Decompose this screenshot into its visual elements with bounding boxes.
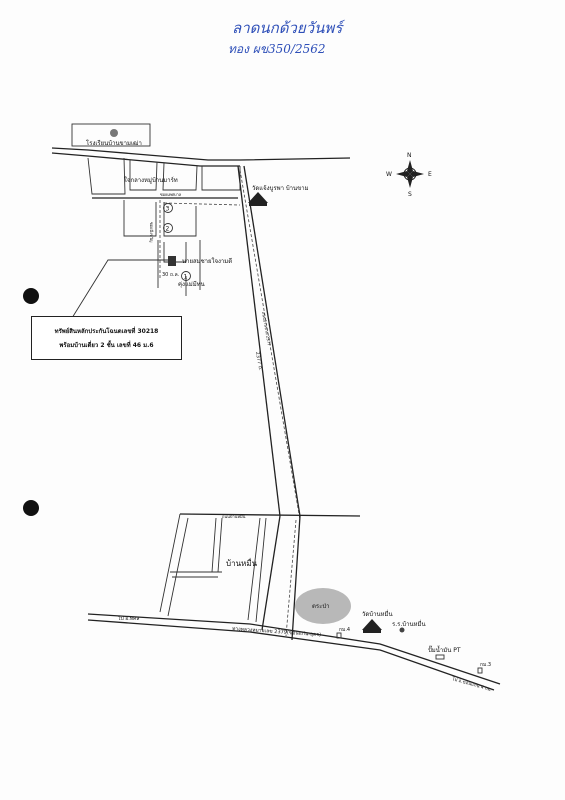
forest-area [295,588,351,624]
highway-north-edge [87,613,501,685]
main-road-centerline [239,169,301,521]
main-road-east-edge [243,165,301,517]
block-b [129,160,158,191]
school-south-icon [399,627,405,633]
house-number-label: 30 ถ.ล. [162,272,180,278]
block-e [123,200,157,237]
marker-2 [163,223,173,233]
marker-3-label: 3 [166,206,170,213]
block-d [201,166,241,191]
block-a [87,157,126,195]
block-c [162,162,198,191]
village-east-lane [247,517,267,623]
highway-south-edge [87,619,495,691]
note-leader [71,259,172,319]
temple-south-label: วัดบ้านหมื่น [362,610,393,618]
side-lanes [157,240,201,296]
school-icon [110,129,118,137]
top-road-lower [51,152,240,167]
highway-left-label: ไป อ.ทศล [117,615,139,622]
collateral-note-box: ทรัพย์สินหลักประกันโฉนดเลขที่ 30218 พร้อ… [31,316,182,360]
forest-label: ตระป่า [312,603,330,610]
main-road-label: ถนนบ้านขาม 2377 [261,311,272,346]
temple-north-label: วัดแจ้งบูรพา บ้านขาม [252,185,309,192]
house-north-label: นายสมชายใจงามดี [182,257,232,265]
school-south-label: ร.ร.บ้านหมื่น [392,620,426,628]
compass-n: N [407,152,412,159]
compass-rose-icon [396,160,424,188]
gas-station-label: ปั๊มน้ำมัน PT [428,644,461,654]
km-left-post [336,632,342,639]
school-label: โรงเรียนบ้านขามเฒ่า [86,139,142,147]
temple-south-icon [362,619,382,633]
highway-right-label: ไป อ.ขอนแก่น 4 กม. [450,676,492,693]
property-building-icon [168,256,176,266]
km-left-label: กม.4 [339,627,350,633]
house-south-label: คุ่งแม่มีทน [178,280,205,288]
main-road-west-edge [237,165,281,517]
km-right-label: กม.3 [480,662,491,668]
village-west-lane [159,513,189,617]
road-side-label: ซอยมิ่งขวัญ [149,222,154,243]
marker-3 [163,203,173,213]
top-road [51,147,351,161]
handwritten-title: ลาดนกด้วยวันพร์ [232,19,345,37]
school-outline [71,123,151,147]
punch-hole-bottom [23,500,39,516]
punch-hole-top [23,288,39,304]
km-right-post [477,667,483,674]
handwritten-subtitle: ทอง ผข350/2562 [228,42,326,56]
road-top-label: ซอยเทศบาล [160,192,182,197]
marker-2-label: 2 [166,226,170,233]
note-line-1: ทรัพย์สินหลักประกันโฉนดเลขที่ 30218 [54,328,159,335]
compass-e: E [428,171,432,178]
village-inner-block [170,517,223,578]
note-line-2: พร้อมบ้านเดี่ยว 2 ชั้น เลขที่ 46 ม.6 [59,342,154,349]
dashed-route [159,200,241,280]
main-road-side-label: 2377 ถ. [254,351,263,371]
compass-w: W [386,171,392,178]
junction-label: ใจกลางหมู่บ้านมาร์ท [124,176,178,184]
main-road-south [261,515,301,641]
main-road-south-centerline [285,519,297,637]
marker-1-label: 1 [184,274,188,281]
block-f [163,202,197,237]
village-label: บ้านหมื่น [226,557,258,568]
village-road-label: ถนนบ้านหมื่น [222,514,246,519]
compass-s: S [408,191,412,198]
marker-1 [181,271,191,281]
temple-north-icon [248,192,268,206]
village-road-top [179,513,361,517]
gas-station-icon [435,654,445,660]
